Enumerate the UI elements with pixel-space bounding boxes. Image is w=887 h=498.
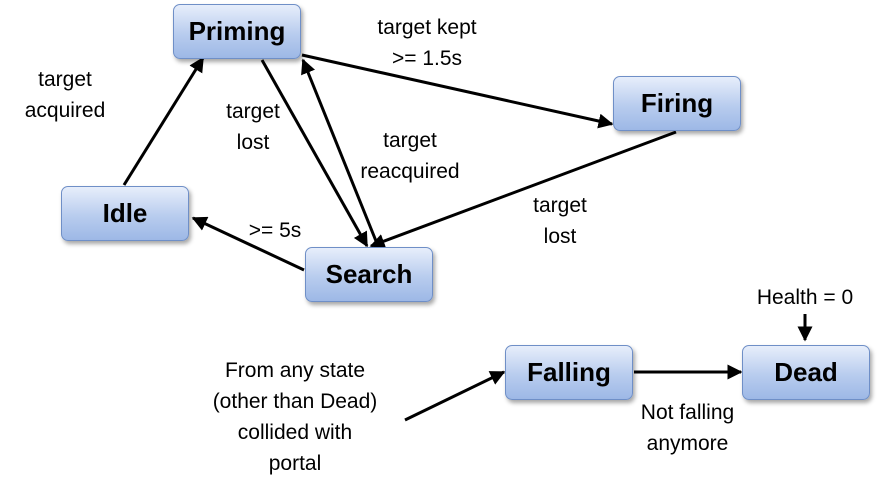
label-priming-to-firing: target kept >= 1.5s <box>377 16 477 70</box>
state-idle: Idle <box>61 186 189 241</box>
state-dead: Dead <box>742 345 870 400</box>
state-priming: Priming <box>173 4 301 59</box>
state-firing: Firing <box>613 76 741 131</box>
arrow-priming-to-search <box>260 59 369 248</box>
arrow-idle-to-priming <box>122 56 205 186</box>
arrow-any-to-falling <box>404 370 506 422</box>
label-search-to-idle: >= 5s <box>248 219 302 242</box>
label-health-to-dead: Health = 0 <box>756 286 854 309</box>
label-priming-to-search: target lost <box>226 100 280 154</box>
arrow-search-to-idle <box>191 216 305 272</box>
label-any-to-falling: From any state (other than Dead) collide… <box>212 359 378 475</box>
state-search: Search <box>305 247 433 302</box>
label-search-to-priming: target reacquired <box>360 129 460 183</box>
state-falling: Falling <box>505 345 633 400</box>
label-falling-to-dead: Not falling anymore <box>640 401 735 455</box>
arrow-search-to-priming <box>301 58 380 247</box>
arrow-firing-to-search <box>369 130 677 249</box>
label-firing-to-search: target lost <box>533 194 587 248</box>
label-idle-to-priming: target acquired <box>24 68 106 122</box>
arrow-priming-to-firing <box>301 53 614 129</box>
